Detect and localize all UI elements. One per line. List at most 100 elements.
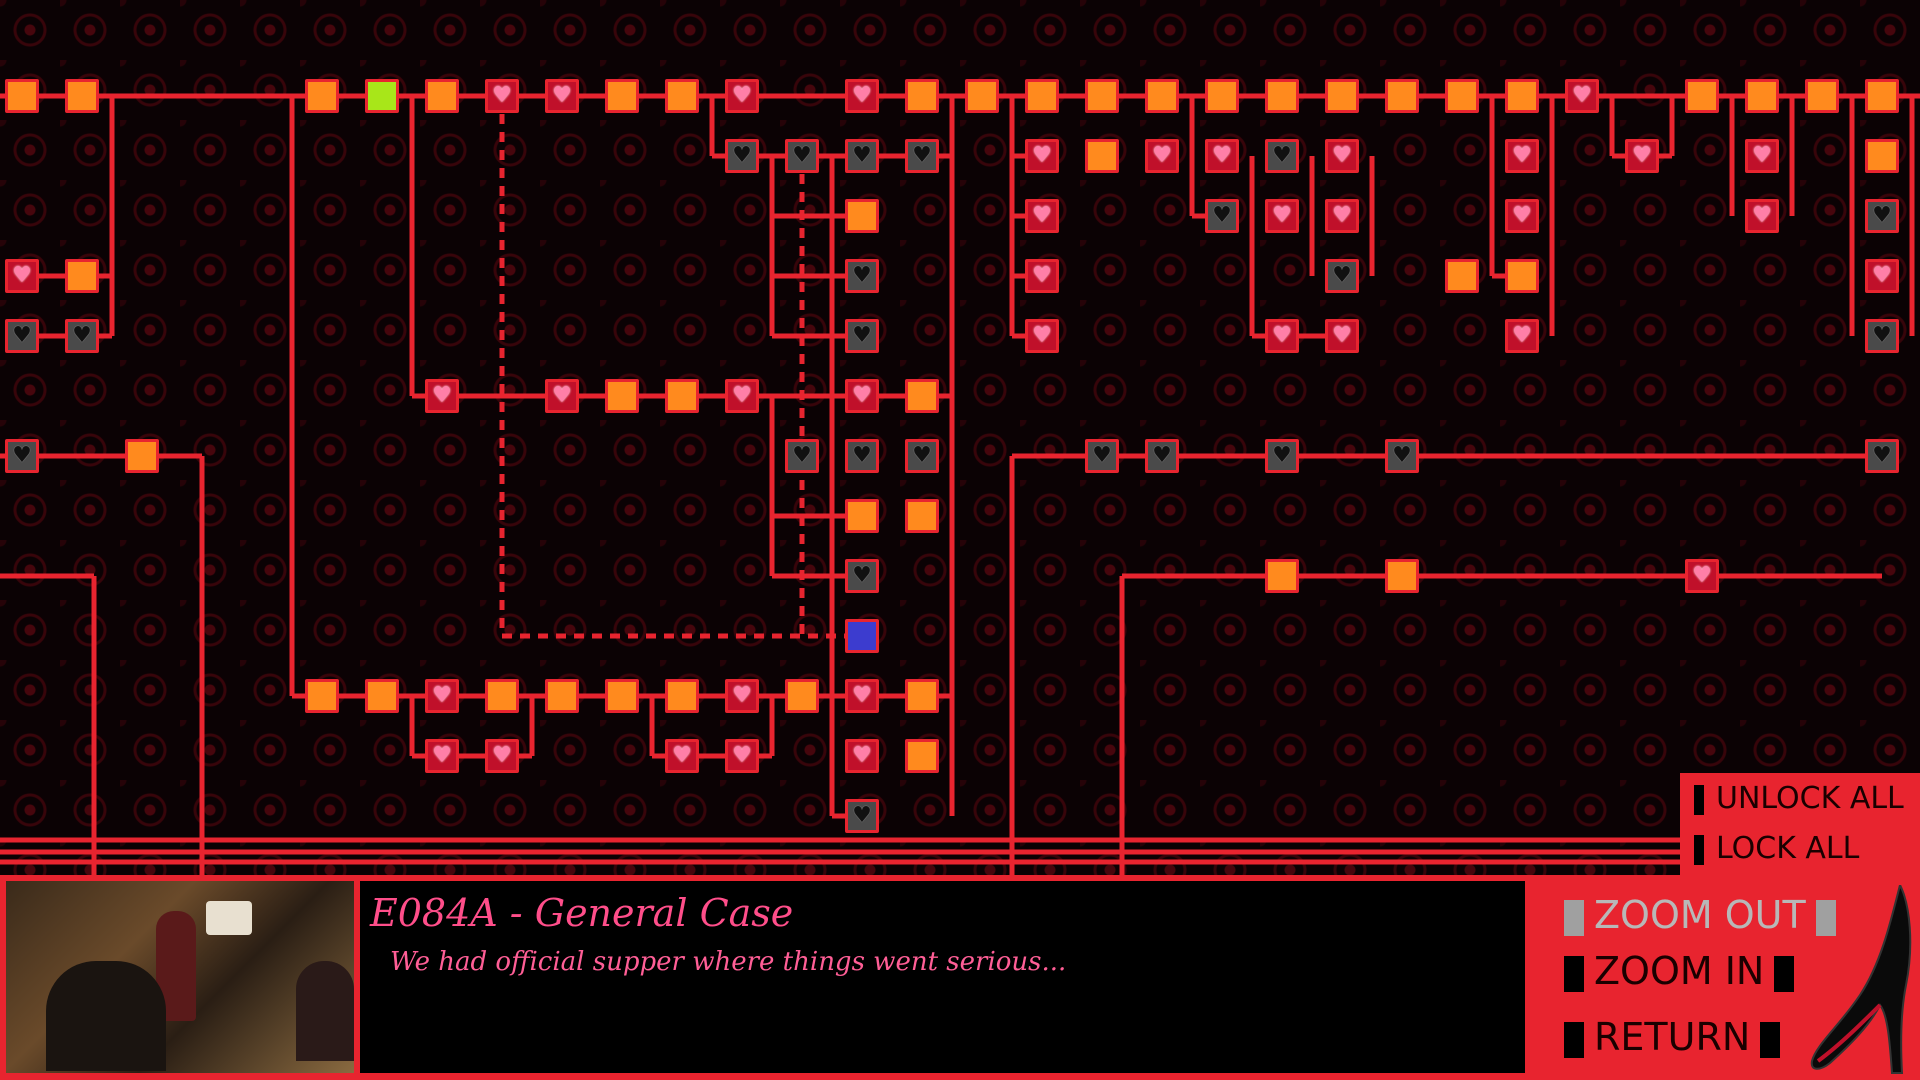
scene-node-unlocked[interactable]: ♥ xyxy=(845,739,879,773)
scene-node[interactable] xyxy=(1025,79,1059,113)
scene-node[interactable] xyxy=(905,79,939,113)
scene-node-locked[interactable]: ♥ xyxy=(1865,199,1899,233)
scene-node[interactable] xyxy=(305,679,339,713)
scene-node[interactable] xyxy=(65,79,99,113)
scene-node[interactable] xyxy=(665,679,699,713)
scene-node-locked[interactable]: ♥ xyxy=(785,439,819,473)
scene-node-unlocked[interactable]: ♥ xyxy=(725,379,759,413)
scene-node[interactable] xyxy=(845,199,879,233)
scene-node[interactable] xyxy=(1265,79,1299,113)
scene-node-unlocked[interactable]: ♥ xyxy=(485,739,519,773)
scene-node-locked[interactable]: ♥ xyxy=(1325,259,1359,293)
scene-node-locked[interactable]: ♥ xyxy=(1145,439,1179,473)
scene-node[interactable] xyxy=(1385,559,1419,593)
scene-node-locked[interactable]: ♥ xyxy=(1205,199,1239,233)
scene-node-locked[interactable]: ♥ xyxy=(725,139,759,173)
scene-node[interactable] xyxy=(605,379,639,413)
lock-all-button[interactable]: LOCK ALL xyxy=(1694,831,1859,866)
scene-node-locked[interactable]: ♥ xyxy=(65,319,99,353)
scene-node[interactable] xyxy=(1865,79,1899,113)
scene-node-unlocked[interactable]: ♥ xyxy=(665,739,699,773)
scene-node-unlocked[interactable]: ♥ xyxy=(425,379,459,413)
scene-node[interactable] xyxy=(65,259,99,293)
scene-node-locked[interactable]: ♥ xyxy=(905,139,939,173)
scene-node-unlocked[interactable]: ♥ xyxy=(1325,199,1359,233)
scene-node[interactable] xyxy=(1865,139,1899,173)
unlock-all-button[interactable]: UNLOCK ALL xyxy=(1694,781,1904,816)
scene-node-unlocked[interactable]: ♥ xyxy=(1025,319,1059,353)
scene-node[interactable] xyxy=(425,79,459,113)
scene-node[interactable] xyxy=(905,739,939,773)
scene-node-unlocked[interactable]: ♥ xyxy=(1745,199,1779,233)
scene-node-locked[interactable]: ♥ xyxy=(845,799,879,833)
scene-node-unlocked[interactable]: ♥ xyxy=(1205,139,1239,173)
scene-node[interactable] xyxy=(545,679,579,713)
scene-node[interactable] xyxy=(605,679,639,713)
scene-node[interactable] xyxy=(1085,79,1119,113)
scene-node-locked[interactable]: ♥ xyxy=(1265,139,1299,173)
scene-node-locked[interactable]: ♥ xyxy=(1385,439,1419,473)
scene-node-unlocked[interactable]: ♥ xyxy=(725,739,759,773)
scene-node[interactable] xyxy=(365,679,399,713)
scene-node-locked[interactable]: ♥ xyxy=(845,439,879,473)
scene-node-locked[interactable]: ♥ xyxy=(845,139,879,173)
scene-node-unlocked[interactable]: ♥ xyxy=(1505,139,1539,173)
scene-node-unlocked[interactable]: ♥ xyxy=(1325,139,1359,173)
scene-node[interactable] xyxy=(1325,79,1359,113)
scene-node-locked[interactable]: ♥ xyxy=(1865,439,1899,473)
scene-node[interactable] xyxy=(1805,79,1839,113)
zoom-in-button[interactable]: ZOOM IN xyxy=(1564,949,1795,993)
scene-node-unlocked[interactable]: ♥ xyxy=(1565,79,1599,113)
scene-node-unlocked[interactable]: ♥ xyxy=(1865,259,1899,293)
return-button[interactable]: RETURN xyxy=(1564,1015,1781,1059)
scene-node[interactable] xyxy=(785,679,819,713)
scene-node-unlocked[interactable]: ♥ xyxy=(725,79,759,113)
scene-node[interactable] xyxy=(905,679,939,713)
scene-node[interactable] xyxy=(1385,79,1419,113)
scene-node-unlocked[interactable]: ♥ xyxy=(1625,139,1659,173)
scene-node[interactable] xyxy=(1085,139,1119,173)
scene-node[interactable] xyxy=(665,379,699,413)
scene-node[interactable] xyxy=(1745,79,1779,113)
scene-node-unlocked[interactable]: ♥ xyxy=(1025,139,1059,173)
scene-node[interactable] xyxy=(905,499,939,533)
scene-node-unlocked[interactable]: ♥ xyxy=(1265,199,1299,233)
scene-node-locked[interactable]: ♥ xyxy=(1865,319,1899,353)
scene-node-unlocked[interactable]: ♥ xyxy=(1685,559,1719,593)
scene-node[interactable] xyxy=(1445,79,1479,113)
scene-node[interactable] xyxy=(1685,79,1719,113)
scene-node[interactable] xyxy=(845,499,879,533)
scene-node-unlocked[interactable]: ♥ xyxy=(545,79,579,113)
scene-node-locked[interactable]: ♥ xyxy=(905,439,939,473)
scene-node[interactable] xyxy=(1505,259,1539,293)
scene-node[interactable] xyxy=(965,79,999,113)
zoom-out-button[interactable]: ZOOM OUT xyxy=(1564,893,1836,937)
scene-node[interactable] xyxy=(5,79,39,113)
scene-node-unlocked[interactable]: ♥ xyxy=(1265,319,1299,353)
scene-node[interactable] xyxy=(1445,259,1479,293)
scene-node-locked[interactable]: ♥ xyxy=(785,139,819,173)
scene-node-locked[interactable]: ♥ xyxy=(5,319,39,353)
scene-node-unlocked[interactable]: ♥ xyxy=(1025,259,1059,293)
scene-node-unlocked[interactable]: ♥ xyxy=(425,739,459,773)
scene-node-unlocked[interactable]: ♥ xyxy=(545,379,579,413)
scene-node-unlocked[interactable]: ♥ xyxy=(1505,319,1539,353)
scene-node[interactable] xyxy=(1145,79,1179,113)
scene-node-locked[interactable]: ♥ xyxy=(5,439,39,473)
scene-node[interactable] xyxy=(605,79,639,113)
scene-node-unlocked[interactable]: ♥ xyxy=(1505,199,1539,233)
scene-node-unlocked[interactable]: ♥ xyxy=(425,679,459,713)
scene-node-locked[interactable]: ♥ xyxy=(1085,439,1119,473)
scene-node[interactable] xyxy=(1265,559,1299,593)
scene-node-selected[interactable] xyxy=(845,619,879,653)
scene-node-locked[interactable]: ♥ xyxy=(845,319,879,353)
scene-node-locked[interactable]: ♥ xyxy=(845,559,879,593)
scene-node[interactable] xyxy=(1205,79,1239,113)
scene-node-locked[interactable]: ♥ xyxy=(845,259,879,293)
scene-node-unlocked[interactable]: ♥ xyxy=(1025,199,1059,233)
scene-node[interactable] xyxy=(305,79,339,113)
scene-node[interactable] xyxy=(905,379,939,413)
scene-node-unlocked[interactable]: ♥ xyxy=(5,259,39,293)
scene-node-unlocked[interactable]: ♥ xyxy=(845,679,879,713)
